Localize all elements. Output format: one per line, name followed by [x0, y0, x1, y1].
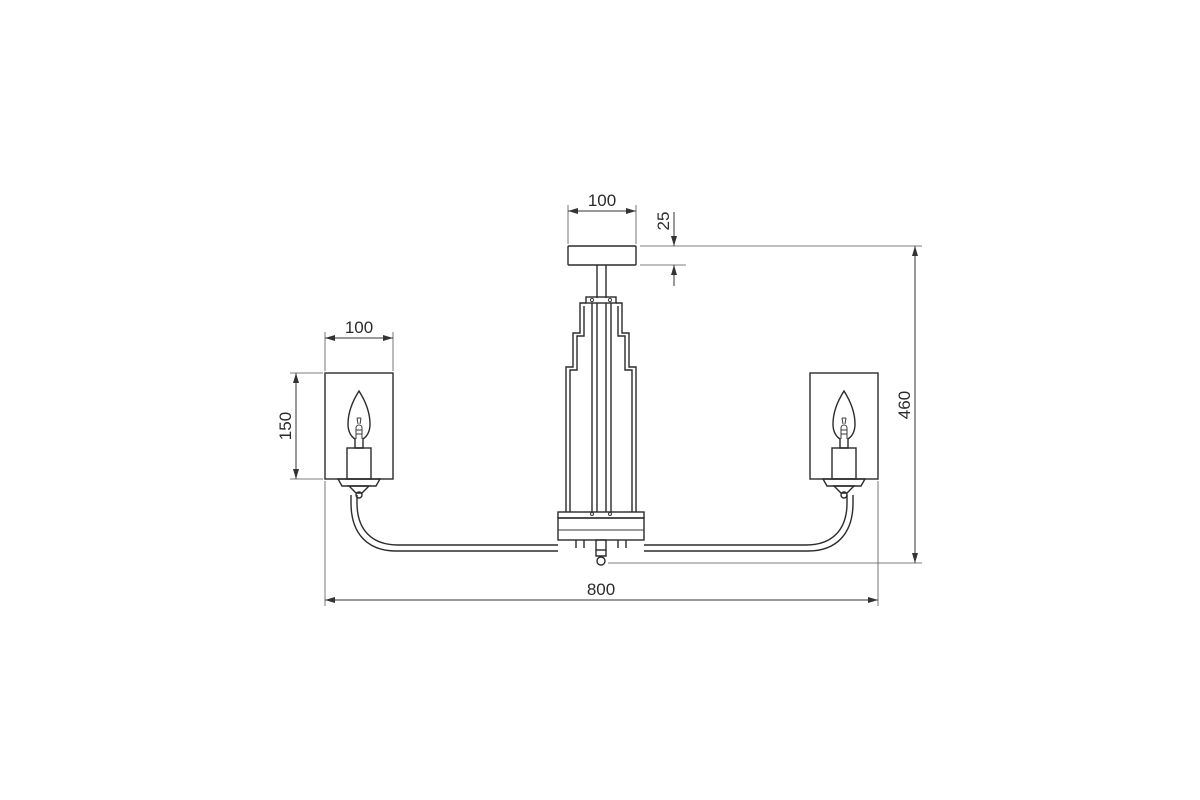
candle-bulb-right-icon [832, 389, 856, 449]
dimension-overall-width: 800 [324, 481, 879, 606]
shade-height-label: 150 [276, 412, 295, 440]
dimension-shade-height: 150 [276, 372, 323, 480]
dimension-canopy-width: 100 [567, 191, 637, 244]
shade-width-label: 100 [345, 318, 373, 337]
candle-bulb-left-icon [347, 389, 371, 449]
ceiling-canopy [567, 245, 637, 266]
lamp-right [809, 372, 879, 499]
dimension-shade-width: 100 [324, 318, 394, 371]
arm-left [350, 495, 558, 552]
dimension-overall-height: 460 [608, 246, 922, 564]
glass-shade-left [324, 372, 394, 480]
overall-height-label: 460 [895, 391, 914, 419]
down-rod [596, 265, 607, 298]
canopy-height-label: 25 [654, 212, 673, 231]
lamp-left [324, 372, 394, 499]
central-body [557, 296, 645, 566]
dimension-canopy-height: 25 [640, 212, 922, 286]
arm-right [644, 495, 854, 552]
glass-shade-right [809, 372, 879, 480]
canopy-width-label: 100 [588, 191, 616, 210]
overall-width-label: 800 [587, 580, 615, 599]
